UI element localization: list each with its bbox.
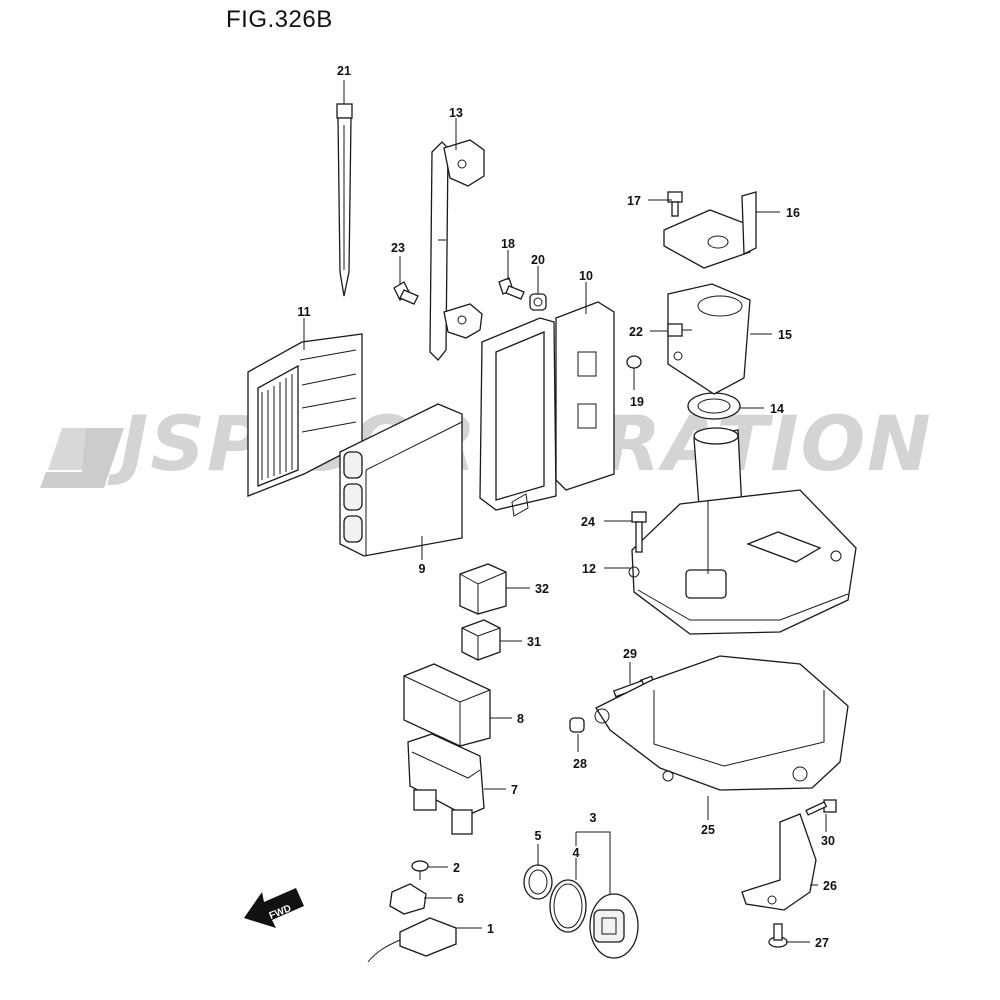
part-28-sleeve — [569, 717, 585, 733]
callout-23: 23 — [391, 241, 405, 255]
figure-title: FIG.326B — [226, 6, 333, 33]
callout-14: 14 — [770, 402, 784, 416]
callout-5: 5 — [535, 829, 542, 843]
part-1-sensor — [367, 917, 457, 963]
callout-6: 6 — [457, 892, 464, 906]
part-23-bolt — [393, 281, 419, 305]
callout-15: 15 — [778, 328, 792, 342]
leader-lines — [303, 80, 827, 943]
part-2-screw — [411, 860, 429, 880]
part-12-motor-housing — [628, 427, 857, 635]
part-9-ecm — [339, 403, 463, 557]
fwd-arrow-icon: FWD — [244, 888, 304, 928]
part-18-bolt — [498, 277, 525, 300]
callout-19: 19 — [630, 395, 644, 409]
part-26-bracket — [741, 813, 817, 911]
callout-32: 32 — [535, 582, 549, 596]
callout-13: 13 — [449, 106, 463, 120]
callout-26: 26 — [823, 879, 837, 893]
part-14-seal — [687, 392, 741, 420]
callout-2: 2 — [453, 861, 460, 875]
part-15-cover — [667, 283, 751, 395]
callout-10: 10 — [579, 269, 593, 283]
part-32-relay — [459, 563, 507, 615]
callout-31: 31 — [527, 635, 541, 649]
callout-16: 16 — [786, 206, 800, 220]
part-31-relay — [461, 619, 501, 661]
part-27-bolt — [768, 923, 788, 948]
callout-8: 8 — [517, 712, 524, 726]
callout-20: 20 — [531, 253, 545, 267]
callout-28: 28 — [573, 757, 587, 771]
part-24-bolt — [631, 511, 647, 553]
callout-3: 3 — [590, 811, 597, 825]
callout-9: 9 — [419, 562, 426, 576]
part-5-seal — [523, 864, 553, 900]
part-17-bolt — [667, 191, 683, 217]
part-4-o-ring — [549, 879, 587, 933]
callout-12: 12 — [582, 562, 596, 576]
callout-25: 25 — [701, 823, 715, 837]
part-21-cable-tie — [336, 103, 353, 297]
part-11-cover — [247, 333, 363, 497]
part-20-grommet — [529, 293, 547, 311]
callout-18: 18 — [501, 237, 515, 251]
callout-24: 24 — [581, 515, 595, 529]
part-8-fuse-box — [403, 663, 491, 747]
part-3-sender — [589, 893, 639, 959]
callout-22: 22 — [629, 325, 643, 339]
callout-29: 29 — [623, 647, 637, 661]
part-7-rectifier — [407, 733, 485, 835]
part-25-bracket — [594, 655, 849, 791]
callout-1: 1 — [487, 922, 494, 936]
part-16-plate — [663, 191, 757, 269]
part-10-holder — [479, 301, 615, 517]
part-19-grommet — [626, 355, 642, 369]
callout-30: 30 — [821, 834, 835, 848]
callout-labels: 21 13 23 18 20 10 11 19 9 17 16 22 15 14… — [297, 64, 837, 950]
part-13-bracket — [429, 139, 485, 361]
part-22-bolt — [667, 323, 692, 337]
callout-17: 17 — [627, 194, 641, 208]
part-30-bolt — [805, 799, 837, 816]
callout-27: 27 — [815, 936, 829, 950]
callout-21: 21 — [337, 64, 351, 78]
callout-11: 11 — [297, 305, 310, 319]
part-6-clamp — [389, 883, 427, 915]
callout-4: 4 — [573, 846, 580, 860]
callout-7: 7 — [511, 783, 518, 797]
